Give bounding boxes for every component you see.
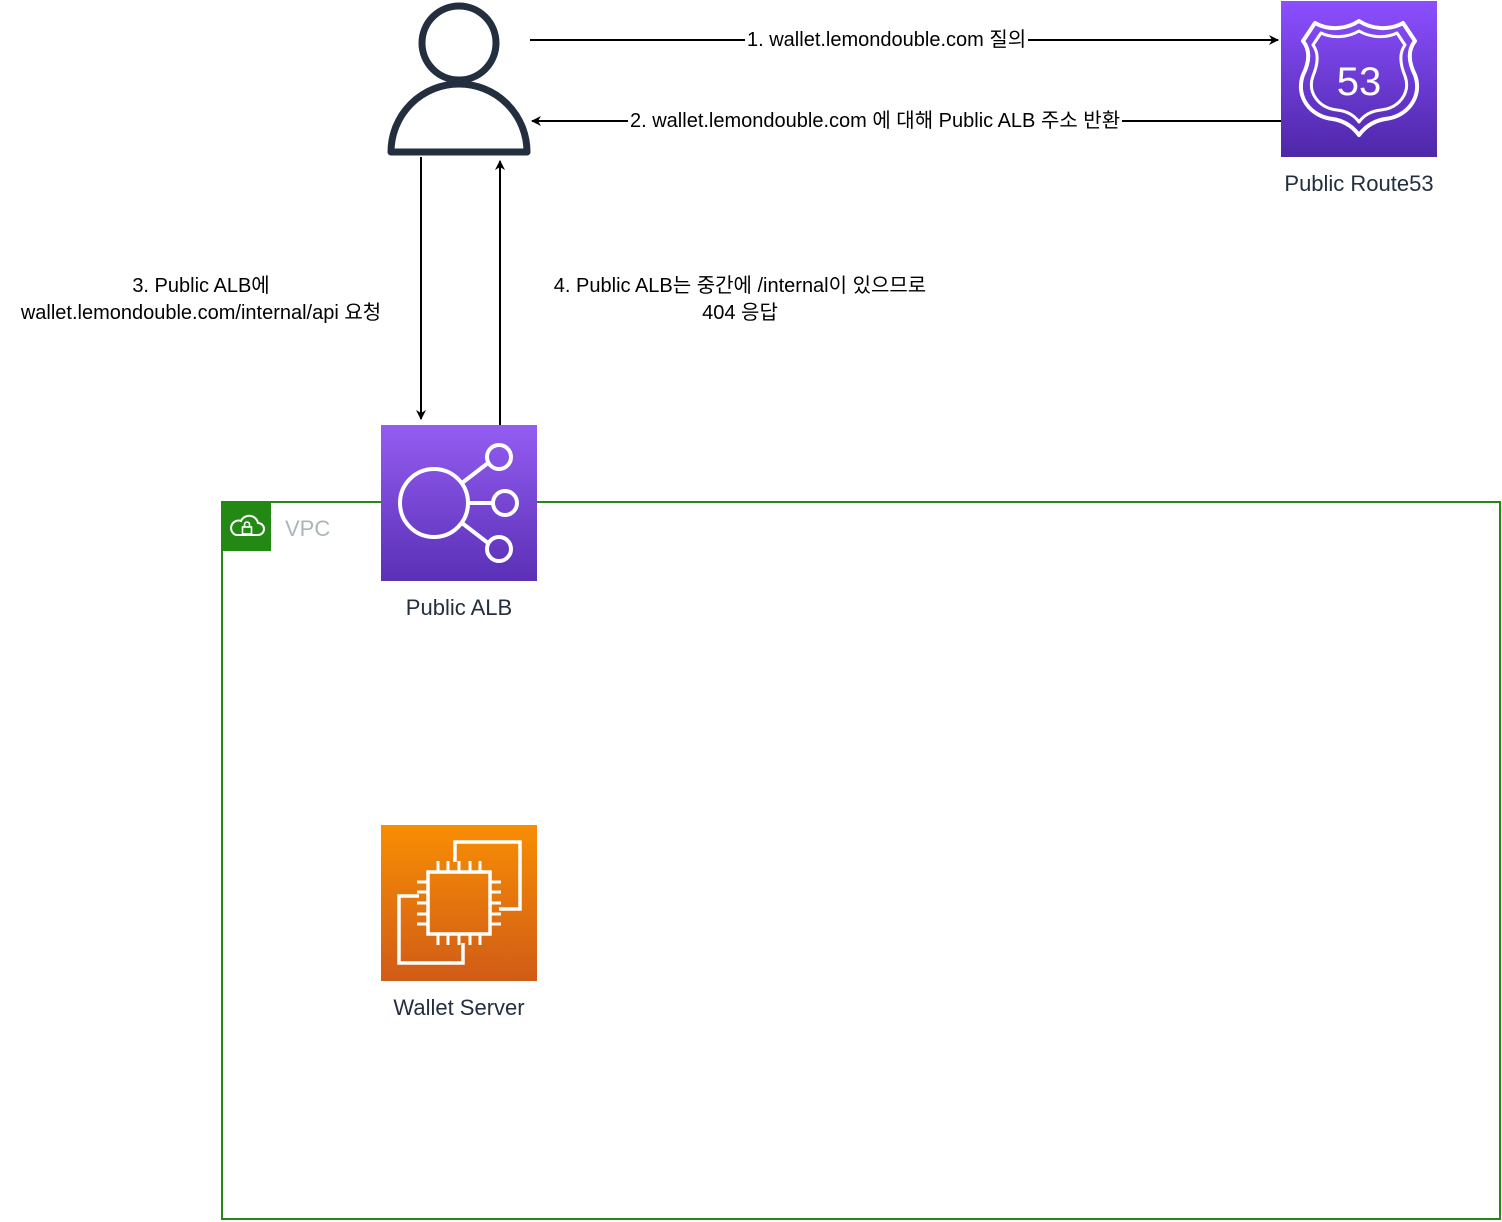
route53-icon: 53 bbox=[1281, 1, 1437, 157]
ec2-instance-icon bbox=[381, 825, 537, 981]
vpc-group: VPC bbox=[221, 501, 1501, 1220]
wallet-node bbox=[381, 825, 537, 981]
edge-step2-label: 2. wallet.lemondouble.com 에 대해 Public AL… bbox=[628, 109, 1123, 133]
edge-step3-line1: 3. Public ALB에 bbox=[132, 275, 270, 297]
edge-step3-line2: wallet.lemondouble.com/internal/api 요청 bbox=[20, 302, 382, 324]
edge-step4-line2: 404 응답 bbox=[702, 302, 778, 324]
alb-label: Public ALB bbox=[405, 595, 513, 620]
route53-label: Public Route53 bbox=[1284, 171, 1434, 196]
cloud-lock-icon bbox=[223, 503, 271, 551]
elastic-load-balancer-icon bbox=[381, 425, 537, 581]
edge-step3-label: 3. Public ALB에 wallet.lemondouble.com/in… bbox=[0, 274, 402, 325]
user-icon bbox=[385, 2, 531, 158]
wallet-label: Wallet Server bbox=[393, 995, 525, 1020]
route53-badge-text: 53 bbox=[1337, 60, 1382, 104]
edge-step4-label: 4. Public ALB는 중간에 /internal이 있으므로 404 응… bbox=[520, 274, 960, 325]
vpc-label: VPC bbox=[285, 516, 331, 541]
alb-node bbox=[381, 425, 537, 581]
route53-node: 53 bbox=[1281, 1, 1437, 157]
edge-step4-line1: 4. Public ALB는 중간에 /internal이 있으므로 bbox=[553, 275, 927, 297]
edge-step1-label: 1. wallet.lemondouble.com 질의 bbox=[745, 28, 1029, 52]
